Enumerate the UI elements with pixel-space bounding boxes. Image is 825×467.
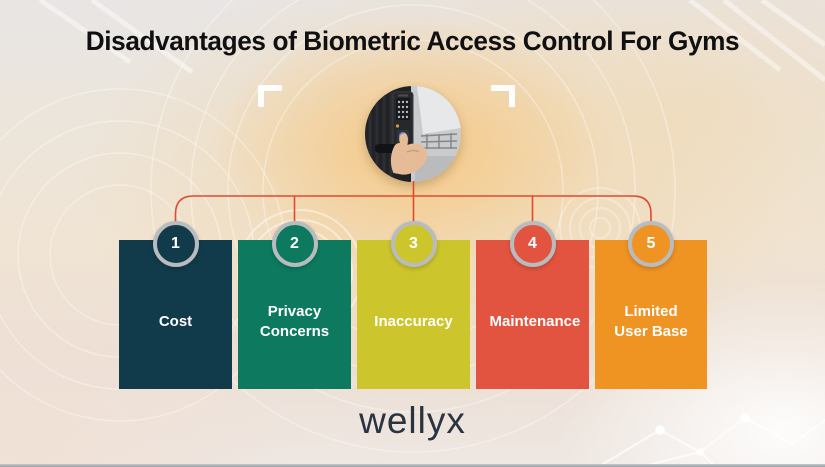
step-number-badge: 3 [390,221,437,267]
card-label: Privacy Concerns [259,303,330,340]
card-limited-user-base: 5 Limited User Base [595,221,707,389]
shelf-lines [420,133,458,149]
card-privacy-concerns: 2 Privacy Concerns [238,221,351,389]
biometric-door-lock-photo [365,86,461,182]
camera-focus-bracket-left-icon [258,85,282,107]
hand-silhouette [390,133,428,175]
card-label: Cost [158,312,193,330]
card-cost: 1 Cost [119,221,232,389]
step-number-badge: 4 [509,221,556,267]
keypad-dots [397,100,409,119]
card-label: Maintenance [489,312,581,330]
card-label: Inaccuracy [374,312,453,330]
step-number-badge: 1 [152,221,199,267]
card-inaccuracy: 3 Inaccuracy [357,221,470,389]
card-maintenance: 4 Maintenance [476,221,589,389]
bottom-divider [0,464,825,467]
step-number-badge: 5 [628,221,674,267]
card-label: Limited User Base [614,303,688,340]
page-title: Disadvantages of Biometric Access Contro… [85,26,740,56]
camera-focus-bracket-right-icon [491,85,515,107]
step-number-badge: 2 [271,221,318,267]
wellyx-logo: wellyx [359,400,466,441]
